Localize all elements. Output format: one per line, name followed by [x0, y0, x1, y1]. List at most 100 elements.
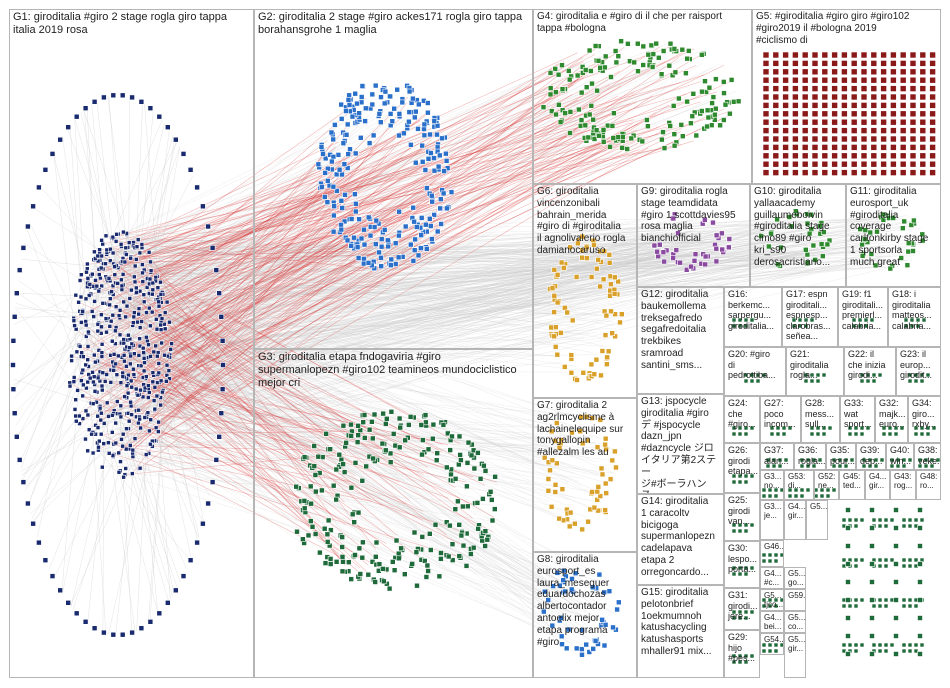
- group-label-g13: G13: jspocycle giroditalia #giro デ #jspo…: [641, 396, 717, 493]
- network-node: [845, 579, 851, 585]
- network-edge: [167, 255, 823, 303]
- network-edge: [161, 240, 581, 322]
- network-edge: [155, 109, 547, 282]
- network-edge: [111, 103, 623, 292]
- network-edge: [152, 147, 649, 442]
- network-edge: [149, 279, 326, 545]
- network-edge: [144, 125, 672, 391]
- network-edge: [166, 149, 415, 366]
- group-label-g16: G16: berkemc... sarpergu... giroditalia.…: [728, 289, 775, 331]
- network-edge: [69, 238, 880, 387]
- network-edge: [133, 220, 913, 346]
- network-node: [883, 563, 889, 569]
- network-edge: [124, 316, 575, 432]
- network-edge: [169, 79, 616, 356]
- group-label-g34: G34: giro... rxby...: [912, 398, 936, 430]
- network-node: [845, 597, 851, 603]
- network-edge: [131, 250, 372, 258]
- network-edge: [98, 267, 890, 451]
- network-edge: [108, 238, 856, 417]
- group-label-g3y: G3... je...: [764, 502, 782, 521]
- network-edge: [79, 226, 354, 424]
- network-node: [877, 648, 883, 654]
- network-edge: [97, 289, 572, 417]
- network-node: [869, 507, 875, 513]
- group-label-g3: G3: giroditalia etapa fndogaviria #giro …: [258, 351, 517, 389]
- network-node: [118, 459, 123, 464]
- network-edge: [75, 232, 345, 417]
- network-edge: [142, 264, 695, 282]
- network-node: [77, 278, 83, 283]
- network-edge: [98, 140, 694, 324]
- network-edge: [82, 418, 584, 479]
- network-node: [164, 362, 170, 368]
- network-node: [126, 418, 132, 424]
- network-edge: [97, 48, 695, 332]
- network-edge: [102, 443, 104, 633]
- network-node: [128, 443, 133, 448]
- network-edge: [87, 253, 806, 383]
- network-edge: [32, 355, 131, 525]
- network-node: [150, 287, 156, 293]
- network-edge: [99, 251, 657, 442]
- group-box-g31: G31: girodi... jere...: [724, 588, 760, 630]
- network-edge: [130, 298, 222, 411]
- network-node: [106, 276, 112, 281]
- network-edge: [82, 311, 580, 609]
- network-edge: [130, 363, 556, 587]
- network-node: [98, 431, 104, 437]
- network-edge: [90, 257, 804, 295]
- network-edge: [112, 250, 796, 363]
- network-node: [86, 427, 92, 433]
- network-edge: [145, 254, 783, 389]
- network-edge: [116, 245, 870, 307]
- network-node: [871, 517, 877, 523]
- network-edge: [134, 229, 800, 376]
- network-node: [92, 249, 97, 255]
- network-edge: [92, 85, 551, 373]
- group-box-g5a: G5...: [806, 500, 828, 540]
- network-edge: [100, 315, 617, 615]
- network-edge: [116, 129, 582, 328]
- network-edge: [171, 221, 208, 344]
- network-edge: [131, 346, 569, 416]
- network-edge: [134, 247, 418, 486]
- network-edge: [163, 164, 443, 391]
- network-edge: [75, 216, 891, 296]
- network-edge: [78, 260, 909, 346]
- network-edge: [101, 272, 618, 328]
- network-edge: [138, 263, 797, 366]
- group-box-g21: G21: giroditalia rogla...: [786, 347, 844, 396]
- network-node: [859, 642, 865, 648]
- network-edge: [101, 93, 687, 257]
- network-edge: [156, 395, 585, 606]
- network-edge: [74, 192, 410, 326]
- network-edge: [142, 264, 598, 640]
- network-edge: [31, 293, 150, 520]
- network-edge: [112, 233, 716, 342]
- network-node: [92, 388, 98, 394]
- network-edge: [73, 381, 576, 571]
- network-node: [120, 431, 126, 437]
- network-node: [893, 525, 899, 531]
- network-edge: [112, 43, 668, 254]
- network-edge: [81, 221, 870, 373]
- network-node: [125, 390, 131, 396]
- network-node: [869, 597, 875, 603]
- network-edge: [52, 152, 131, 446]
- network-edge: [136, 185, 405, 293]
- network-edge: [130, 245, 881, 357]
- network-node: [126, 240, 132, 245]
- network-edge: [109, 256, 706, 327]
- network-edge: [166, 220, 779, 366]
- network-edge: [112, 241, 869, 416]
- network-edge: [110, 217, 360, 371]
- group-box-g5e: G5... gir...: [784, 633, 806, 678]
- network-edge: [76, 223, 820, 353]
- network-edge: [116, 74, 705, 267]
- network-edge: [150, 356, 464, 488]
- network-edge: [148, 139, 432, 398]
- network-edge: [79, 173, 383, 281]
- network-edge: [97, 336, 619, 393]
- network-node: [79, 272, 84, 278]
